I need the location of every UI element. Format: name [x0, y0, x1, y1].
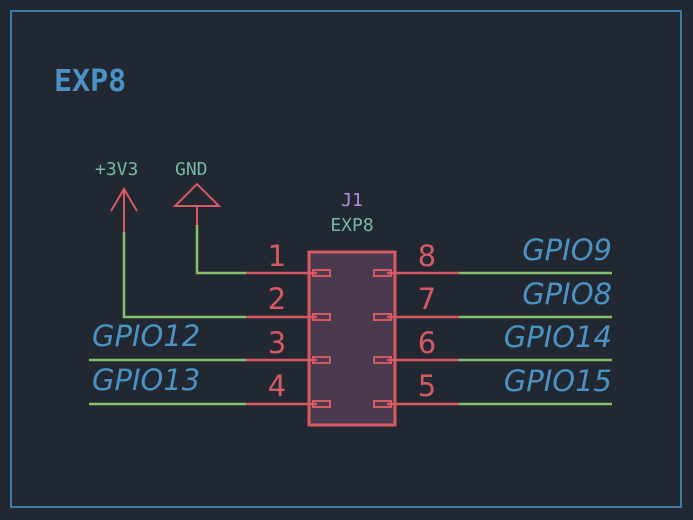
pin-number-1: 1 [268, 239, 286, 273]
pin-number-6: 6 [418, 326, 436, 360]
connector-reference: J1 [341, 190, 363, 211]
sheet-border [10, 10, 682, 508]
pin-contacts [312, 269, 392, 408]
ground-triangle-icon [172, 182, 222, 225]
power-arrow-up-icon [110, 187, 138, 232]
net-label-gpio8[interactable]: GPIO8 [522, 277, 612, 311]
wires [89, 225, 612, 406]
net-label-gpio13[interactable]: GPIO13 [92, 363, 200, 397]
wire-gnd [195, 225, 246, 275]
pin-number-7: 7 [418, 282, 436, 316]
net-label-gpio15[interactable]: GPIO15 [504, 364, 612, 398]
net-label-gpio9[interactable]: GPIO9 [522, 233, 612, 267]
pin-lines [246, 271, 459, 406]
connector-symbol[interactable] [246, 250, 459, 427]
pin-number-3: 3 [268, 326, 286, 360]
net-label-gpio12[interactable]: GPIO12 [92, 319, 200, 353]
pin-number-8: 8 [418, 239, 436, 273]
pin-number-5: 5 [418, 369, 436, 403]
power-gnd-label: GND [175, 159, 208, 180]
sheet-title: EXP8 [54, 64, 126, 99]
connector-body [307, 250, 397, 427]
connector-value: EXP8 [330, 215, 373, 236]
power-3v3-label: +3V3 [95, 159, 138, 180]
wire-3v3 [122, 232, 246, 319]
pin-number-4: 4 [268, 369, 286, 403]
pin-number-2: 2 [268, 282, 286, 316]
net-label-gpio14[interactable]: GPIO14 [504, 320, 612, 354]
